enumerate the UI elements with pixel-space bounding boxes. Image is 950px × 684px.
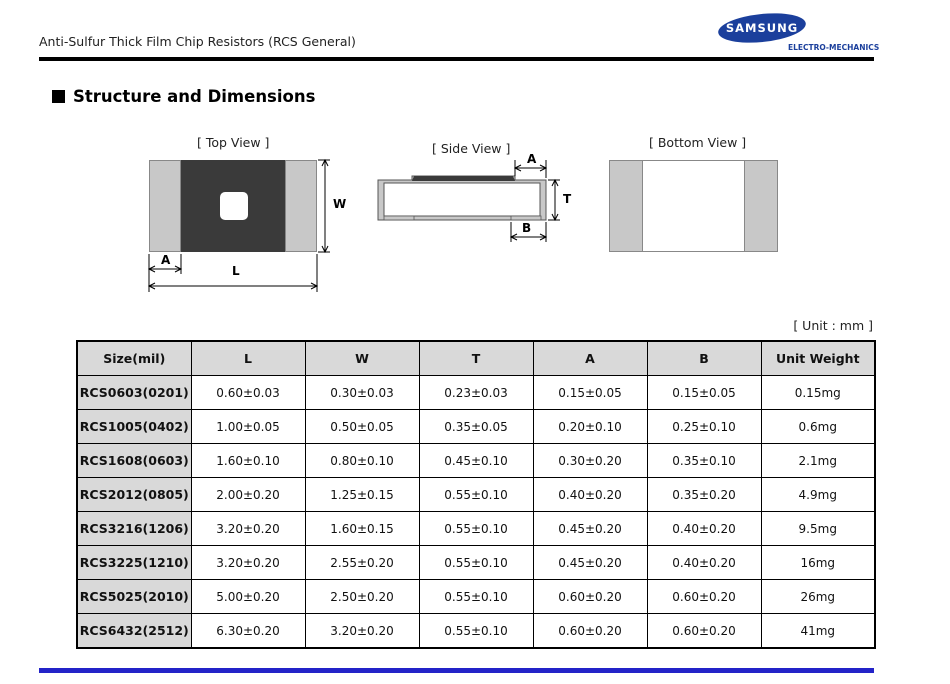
cell-unit-weight: 0.6mg: [760, 409, 876, 444]
cell-size: RCS1608(0603): [76, 443, 192, 478]
samsung-logo: SAMSUNG ELECTRO-MECHANICS: [716, 9, 879, 56]
cell-size: RCS1005(0402): [76, 409, 192, 444]
side-view-drawing: [377, 175, 547, 221]
cell-unit-weight: 0.15mg: [760, 375, 876, 410]
cell-t: 0.55±0.10: [418, 579, 534, 614]
cell-l: 0.60±0.03: [190, 375, 306, 410]
header-w: W: [304, 340, 420, 376]
cell-size: RCS3216(1206): [76, 511, 192, 546]
cell-unit-weight: 4.9mg: [760, 477, 876, 512]
header-rule: [39, 57, 874, 61]
logo-subtitle: ELECTRO-MECHANICS: [788, 43, 880, 52]
side-view-label: [ Side View ]: [432, 141, 511, 156]
cell-l: 1.60±0.10: [190, 443, 306, 478]
cell-a: 0.40±0.20: [532, 477, 648, 512]
cell-size: RCS5025(2010): [76, 579, 192, 614]
cell-w: 0.50±0.05: [304, 409, 420, 444]
cell-t: 0.55±0.10: [418, 511, 534, 546]
top-view-label: [ Top View ]: [197, 135, 270, 150]
dim-l-label: L: [232, 264, 240, 278]
cell-w: 3.20±0.20: [304, 613, 420, 649]
cell-l: 1.00±0.05: [190, 409, 306, 444]
cell-size: RCS2012(0805): [76, 477, 192, 512]
cell-a: 0.20±0.10: [532, 409, 648, 444]
cell-t: 0.23±0.03: [418, 375, 534, 410]
cell-b: 0.40±0.20: [646, 545, 762, 580]
cell-unit-weight: 2.1mg: [760, 443, 876, 478]
cell-l: 5.00±0.20: [190, 579, 306, 614]
cell-b: 0.35±0.10: [646, 443, 762, 478]
cell-b: 0.25±0.10: [646, 409, 762, 444]
dim-a-side-label: A: [527, 152, 537, 166]
dim-b-label: B: [522, 221, 532, 235]
cell-a: 0.60±0.20: [532, 613, 648, 649]
cell-w: 1.60±0.15: [304, 511, 420, 546]
cell-unit-weight: 26mg: [760, 579, 876, 614]
cell-b: 0.60±0.20: [646, 579, 762, 614]
cell-l: 6.30±0.20: [190, 613, 306, 649]
cell-b: 0.35±0.20: [646, 477, 762, 512]
dim-t-label: T: [563, 192, 572, 206]
cell-t: 0.55±0.10: [418, 477, 534, 512]
cell-a: 0.15±0.05: [532, 375, 648, 410]
cell-b: 0.60±0.20: [646, 613, 762, 649]
top-view-marking: [220, 192, 248, 220]
cell-size: RCS0603(0201): [76, 375, 192, 410]
top-view-right-terminal: [285, 160, 317, 252]
dimension-table: Size(mil) L W T A B Unit Weight RCS0603(…: [76, 340, 876, 649]
cell-t: 0.55±0.10: [418, 613, 534, 649]
cell-t: 0.35±0.05: [418, 409, 534, 444]
cell-w: 2.55±0.20: [304, 545, 420, 580]
cell-t: 0.45±0.10: [418, 443, 534, 478]
cell-a: 0.45±0.20: [532, 511, 648, 546]
cell-size: RCS3225(1210): [76, 545, 192, 580]
dim-a-top-label: A: [161, 253, 171, 267]
header-size: Size(mil): [76, 340, 192, 376]
logo-word: SAMSUNG: [725, 21, 799, 35]
header-t: T: [418, 340, 534, 376]
cell-unit-weight: 9.5mg: [760, 511, 876, 546]
header-a: A: [532, 340, 648, 376]
cell-b: 0.15±0.05: [646, 375, 762, 410]
bottom-view-label: [ Bottom View ]: [649, 135, 747, 150]
cell-w: 2.50±0.20: [304, 579, 420, 614]
cell-unit-weight: 41mg: [760, 613, 876, 649]
bottom-view-left-terminal: [609, 160, 643, 252]
square-bullet-icon: [52, 90, 65, 103]
section-heading: Structure and Dimensions: [52, 87, 315, 106]
footer-rule: [39, 668, 874, 673]
cell-l: 2.00±0.20: [190, 477, 306, 512]
unit-note: [ Unit : mm ]: [793, 318, 873, 333]
bottom-view-right-terminal: [744, 160, 778, 252]
top-view-left-terminal: [149, 160, 181, 252]
cell-w: 0.80±0.10: [304, 443, 420, 478]
cell-t: 0.55±0.10: [418, 545, 534, 580]
dim-w-label: W: [333, 197, 347, 211]
section-heading-text: Structure and Dimensions: [73, 87, 316, 106]
cell-l: 3.20±0.20: [190, 511, 306, 546]
cell-w: 1.25±0.15: [304, 477, 420, 512]
cell-size: RCS6432(2512): [76, 613, 192, 649]
cell-a: 0.30±0.20: [532, 443, 648, 478]
document-title: Anti-Sulfur Thick Film Chip Resistors (R…: [39, 34, 356, 49]
header-b: B: [646, 340, 762, 376]
cell-a: 0.60±0.20: [532, 579, 648, 614]
cell-b: 0.40±0.20: [646, 511, 762, 546]
cell-a: 0.45±0.20: [532, 545, 648, 580]
cell-w: 0.30±0.03: [304, 375, 420, 410]
header-l: L: [190, 340, 306, 376]
table-header-row: Size(mil) L W T A B Unit Weight: [76, 340, 876, 376]
header-unit-weight: Unit Weight: [760, 340, 876, 376]
cell-l: 3.20±0.20: [190, 545, 306, 580]
cell-unit-weight: 16mg: [760, 545, 876, 580]
